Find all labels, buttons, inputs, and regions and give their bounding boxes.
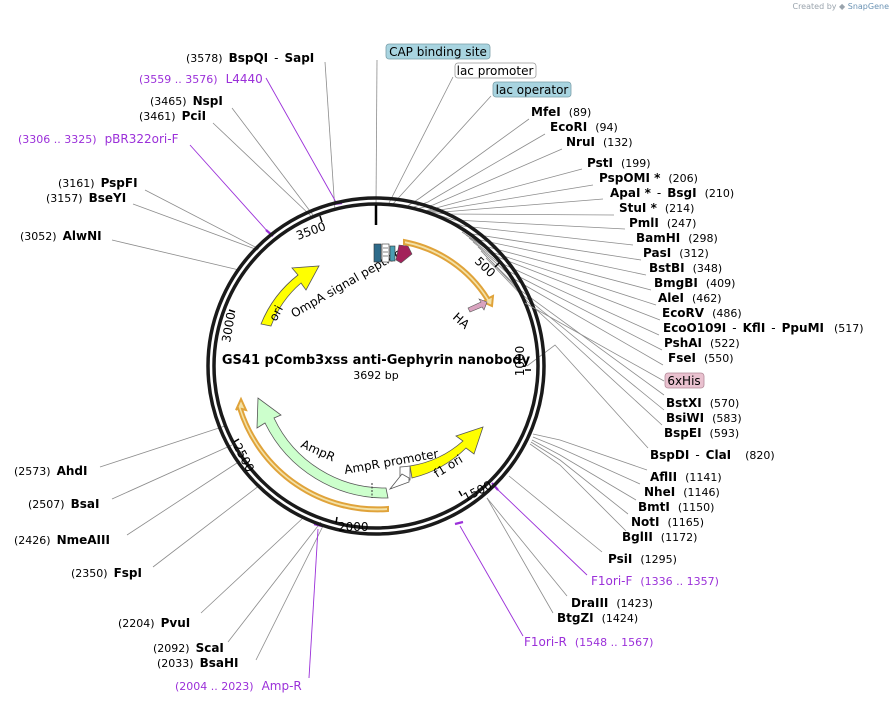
ori-feature-label: ori xyxy=(266,303,286,323)
ampr-feature-arrow[interactable] xyxy=(256,397,389,499)
ompa-signal-arrow[interactable] xyxy=(395,244,413,264)
his-tag-leader xyxy=(524,302,665,382)
enzyme-label-alwni[interactable]: (3052)AlwNI xyxy=(20,229,102,243)
enzyme-label-btgzi[interactable]: BtgZI(1424) xyxy=(557,611,638,625)
ampr-region-arc[interactable] xyxy=(235,396,389,513)
lac-operator-label: lac operator xyxy=(496,83,569,97)
tick-label-2000: 2000 xyxy=(338,520,369,534)
credit-brand: SnapGene xyxy=(847,2,889,11)
enzyme-label-nmeaiii[interactable]: (2426)NmeAIII xyxy=(14,533,110,547)
backbone-inner-ring xyxy=(212,202,540,530)
tick-marks xyxy=(228,215,531,524)
enzyme-label-pasi[interactable]: PasI(312) xyxy=(643,246,709,260)
snapgene-credit: Created by ◆ SnapGene xyxy=(792,2,889,11)
enzyme-label-pcii[interactable]: (3461)PciI xyxy=(139,109,206,123)
tick-label-500: 500 xyxy=(472,254,498,280)
plasmid-name: GS41 pComb3xss anti-Gephyrin nanobody xyxy=(222,353,531,368)
enzyme-label-bspei[interactable]: BspEI(593) xyxy=(664,426,739,440)
primer-label-pbr322ori-f[interactable]: (3306 .. 3325)pBR322ori-F xyxy=(18,132,179,146)
enzyme-label-bstbi[interactable]: BstBI(348) xyxy=(649,261,722,275)
enzyme-leader-lines xyxy=(99,59,665,661)
enzyme-label-bsiwi[interactable]: BsiWI(583) xyxy=(666,411,742,425)
enzyme-label-psii[interactable]: PsiI(1295) xyxy=(608,552,677,566)
snapgene-logo-icon: ◆ xyxy=(839,2,846,11)
f1ori-feature-arrow[interactable] xyxy=(409,426,484,479)
ha-tag-arrow[interactable] xyxy=(467,298,488,313)
enzyme-label-alei[interactable]: AleI(462) xyxy=(658,291,722,305)
lac-promoter-box[interactable]: lac promoter xyxy=(454,62,537,79)
cap-binding-site-box[interactable]: CAP binding site xyxy=(385,43,491,60)
enzyme-label-fsei[interactable]: FseI(550) xyxy=(668,351,734,365)
primer-label-f1ori-r[interactable]: F1ori-R(1548 .. 1567) xyxy=(524,635,653,649)
enzyme-label-scai[interactable]: (2092)ScaI xyxy=(153,641,224,655)
enzyme-label-pspomi[interactable]: PspOMI *(206) xyxy=(599,171,698,185)
ha-feature-label: HA xyxy=(450,310,473,332)
enzyme-label-ecori[interactable]: EcoRI(94) xyxy=(550,120,618,134)
enzyme-label-bmti[interactable]: BmtI(1150) xyxy=(638,500,714,514)
enzyme-label-bsai[interactable]: (2507)BsaI xyxy=(28,497,99,511)
enzyme-label-stui[interactable]: StuI *(214) xyxy=(619,201,694,215)
enzyme-label-bspdi[interactable]: BspDI-ClaI(820) xyxy=(650,448,775,462)
enzyme-label-fspi[interactable]: (2350)FspI xyxy=(71,566,142,580)
backbone-outer-ring xyxy=(206,196,546,536)
lac-feature-blocks[interactable] xyxy=(373,243,396,263)
enzyme-label-ecorv[interactable]: EcoRV(486) xyxy=(662,306,742,320)
enzyme-label-bglii[interactable]: BglII(1172) xyxy=(622,530,697,544)
ori-feature-arrow[interactable] xyxy=(260,265,320,327)
lac-promoter-label: lac promoter xyxy=(457,64,534,78)
primer-label-amp-r[interactable]: (2004 .. 2023)Amp-R xyxy=(175,679,302,693)
tick-label-3000: 3000 xyxy=(219,311,238,344)
ampr-promoter-arrowhead xyxy=(388,473,410,490)
enzyme-label-ahdi[interactable]: (2573)AhdI xyxy=(14,464,87,478)
enzyme-label-psti[interactable]: PstI(199) xyxy=(587,156,651,170)
enzyme-label-bstxi[interactable]: BstXI(570) xyxy=(666,396,739,410)
enzyme-label-ecoo109i[interactable]: EcoO109I-KflI-PpuMI(517) xyxy=(663,321,864,335)
enzyme-label-draiii[interactable]: DraIII(1423) xyxy=(571,596,653,610)
enzyme-label-bmgbi[interactable]: BmgBI(409) xyxy=(654,276,735,290)
enzyme-label-aflii[interactable]: AflII(1141) xyxy=(650,470,722,484)
enzyme-label-noti[interactable]: NotI(1165) xyxy=(631,515,704,529)
enzyme-label-apai[interactable]: ApaI *-BsgI(210) xyxy=(610,186,734,200)
nanobody-insert-arc[interactable] xyxy=(403,238,495,308)
enzyme-label-mfei[interactable]: MfeI(89) xyxy=(531,105,591,119)
enzyme-label-pspfi[interactable]: (3161)PspFI xyxy=(58,176,138,190)
primer-leader-lines xyxy=(189,77,588,679)
his-tag-label: 6xHis xyxy=(667,374,700,388)
enzyme-label-pmli[interactable]: PmlI(247) xyxy=(629,216,696,230)
lac-operator-box[interactable]: lac operator xyxy=(492,81,572,98)
tick-label-1000: 1000 xyxy=(513,346,527,377)
cap-binding-site-label: CAP binding site xyxy=(389,45,487,59)
enzyme-label-nhei[interactable]: NheI(1146) xyxy=(644,485,720,499)
credit-prefix: Created by xyxy=(792,2,837,11)
primer-label-l4440[interactable]: (3559 .. 3576)L4440 xyxy=(139,72,263,86)
enzyme-label-pshai[interactable]: PshAI(522) xyxy=(664,336,740,350)
enzyme-label-bsahi[interactable]: (2033)BsaHI xyxy=(157,656,238,670)
his-tag-box[interactable]: 6xHis xyxy=(664,372,705,389)
enzyme-label-pvui[interactable]: (2204)PvuI xyxy=(118,616,190,630)
enzyme-label-bseyi[interactable]: (3157)BseYI xyxy=(46,191,126,205)
plasmid-length: 3692 bp xyxy=(353,369,398,382)
enzyme-label-nspi[interactable]: (3465)NspI xyxy=(150,94,223,108)
enzyme-label-nrui[interactable]: NruI(132) xyxy=(566,135,633,149)
enzyme-label-bamhi[interactable]: BamHI(298) xyxy=(636,231,718,245)
primer-label-f1ori-f[interactable]: F1ori-F(1336 .. 1357) xyxy=(591,574,719,588)
enzyme-label-bspqi[interactable]: (3578)BspQI-SapI xyxy=(186,51,314,65)
